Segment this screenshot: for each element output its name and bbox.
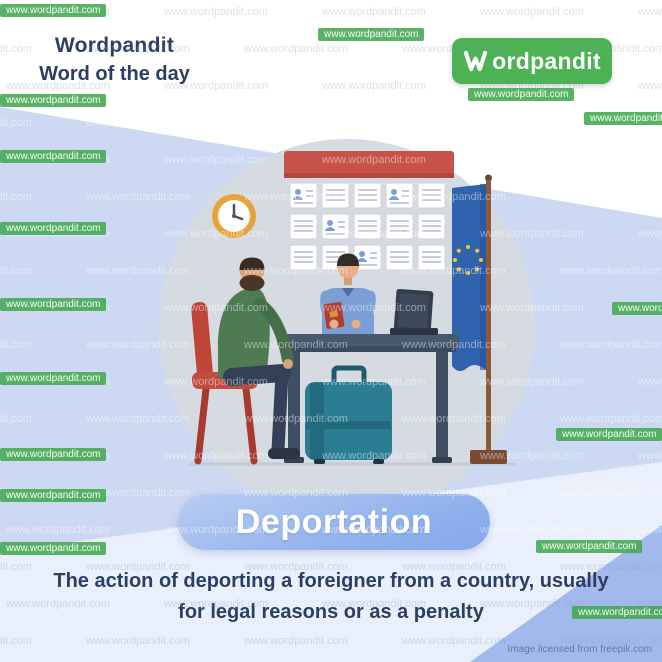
- suitcase-icon: [305, 365, 392, 464]
- watermark-text: www.wordpandit.com: [322, 6, 426, 18]
- notice-board: [284, 151, 454, 271]
- definition-line2: for legal reasons or as a penalty: [178, 601, 484, 623]
- wordpandit-logo: ordpandit: [452, 38, 612, 84]
- watermark-text: www.wordpandit.com: [6, 6, 110, 18]
- immigration-office-illustration: [118, 120, 578, 522]
- definition: The action of deporting a foreigner from…: [0, 566, 662, 628]
- brand-tagline: Word of the day: [39, 63, 190, 85]
- brand-header: Wordpandit Word of the day: [22, 34, 207, 86]
- eu-flag: [452, 174, 507, 464]
- laptop-icon: [390, 288, 438, 335]
- traveler: [218, 257, 300, 459]
- watermark-chip: www.wordpandit.com: [0, 94, 107, 107]
- watermark-chip: www.wordpandit.com: [468, 88, 575, 101]
- watermark-chip: www.wordpandit.com: [584, 112, 662, 125]
- watermark-chip: www.wordpandit.com: [0, 4, 107, 17]
- watermark-text: www.wordpandit.com: [164, 6, 268, 18]
- immigration-officer: [320, 253, 376, 336]
- brand-name: Wordpandit: [54, 34, 175, 57]
- watermark-text: www.wordpandit.com: [480, 6, 584, 18]
- license-credit: Image licensed from freepik.com: [507, 644, 652, 655]
- watermark-text: www.wordpandit.com: [638, 80, 662, 92]
- watermark-chip: www.wordpandit.com: [318, 28, 425, 41]
- watermark-text: www.wordpandit.com: [322, 80, 426, 92]
- watermark-text: www.wordpandit.com: [638, 154, 662, 166]
- word-of-the-day: Deportation: [235, 502, 433, 541]
- wall-clock-icon: [212, 194, 256, 238]
- desk: [277, 334, 459, 463]
- word-pill: Deportation: [178, 494, 490, 550]
- office-chair: [191, 302, 258, 465]
- watermark-text: www.wordpandit.com: [244, 43, 348, 55]
- definition-line1: The action of deporting a foreigner from…: [53, 570, 609, 592]
- logo-text: ordpandit: [492, 47, 601, 74]
- watermark-text: www.wordpandit.com: [638, 6, 662, 18]
- passport-icon: [323, 302, 345, 329]
- ribbon-w-icon: [464, 50, 488, 71]
